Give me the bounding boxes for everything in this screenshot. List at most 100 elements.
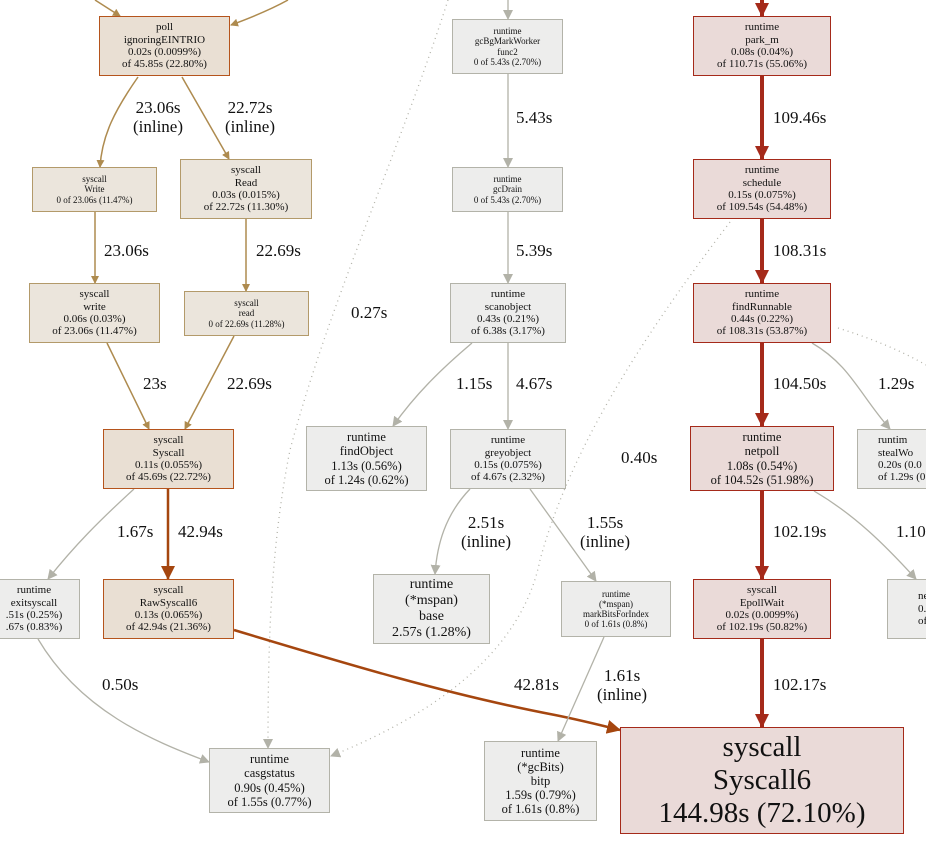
node-text-line: of 45.85s (22.80%) [122,58,207,71]
edge-findrunnable-stealwork [811,342,891,430]
node-text-line: (*mspan) [405,593,458,609]
node-text-line: read [238,308,255,319]
node-text-line: syscall [747,584,777,597]
node-text-line: of 1.29s (0 [878,471,926,484]
node-text-line: runtime [493,26,522,37]
edge-label: 22.72s [228,98,273,117]
node-text-line: of 102.19s (50.82%) [716,621,808,634]
node-text-line: syscall [234,298,259,309]
node-text-line: 0 of 23.06s (11.47%) [56,194,133,205]
node-text-line: casgstatus [244,766,295,781]
node-text-line: func2 [497,46,518,57]
edge-label: 102.19s [773,522,826,541]
node-text-line: syscall [82,174,107,185]
edge-label: 0.50s [102,675,138,694]
edge-dotted-casgstatus [263,0,449,749]
edge-label: (inline) [133,117,183,136]
node-text-line: 0.13s (0.065%) [134,609,203,621]
node-text-line: runtime [490,434,526,447]
node-text-line: schedule [742,176,782,189]
node-text-line: runtime [742,430,782,445]
edge-label: (inline) [580,532,630,551]
node-text-line: 0.03s (0.015%) [212,189,280,201]
edge-label: 2.51s [468,513,504,532]
edge-poll-read [181,76,230,160]
node-text-line: stealWo [878,446,914,459]
node-text-line: 2.57s (1.28%) [392,624,471,640]
edge-label: 42.81s [514,675,559,694]
node-text-line: of 109.54s (54.48%) [716,201,808,214]
node-text-line: runtime [347,430,386,445]
edge-label: 5.43s [516,108,552,127]
node-text-line: 0.44s (0.22%) [730,313,794,325]
node-text-line: Syscall [152,446,185,459]
node-text-line: 1.08s (0.54%) [726,458,798,473]
node-text-line: 0 of 22.69s (11.28%) [208,318,285,329]
node-text-line: of 42.94s (21.36%) [126,621,211,634]
node-text-line: 0.0 [918,602,926,615]
node-text-line: of 108.31s (53.87%) [716,325,808,338]
edge-label: 1.61s [604,666,640,685]
node-text-line: of 22.72s (11.30%) [203,201,289,214]
node-text-line: runtime [521,745,560,760]
node-text-line: 0 of 1.61s (0.8%) [584,619,648,630]
edge-label: 1.67s [117,522,153,541]
node-text-line: runtime [490,288,526,301]
edge-label: 42.94s [178,522,223,541]
node-text-line: 0.20s (0.0 [878,459,922,471]
edge-label: 23.06s [136,98,181,117]
node-text-line: 144.98s (72.10%) [658,796,866,829]
edge-label: 22.69s [256,241,301,260]
node-text-line: of 1.61s (0.8%) [501,802,580,817]
node-text-line: syscall [722,731,802,764]
node-text-line: netpoll [744,444,780,459]
node-text-line: runtim [878,434,908,447]
edge-label: 5.39s [516,241,552,260]
node-text-line: of 45.69s (22.72%) [126,471,211,484]
node-text-line: 0.43s (0.21%) [476,313,540,325]
node-text-line: findObject [339,444,394,459]
node-text-line: park_m [745,33,779,46]
edge-label: 23.06s [104,241,149,260]
edge-label: 104.50s [773,374,826,393]
edge-scanobject-findobject [392,342,473,427]
node-text-line: bitp [530,773,551,788]
node-text-line: 0.02s (0.0099%) [127,46,202,58]
node-text-line: of 4.67s (2.32%) [471,471,545,484]
edge-greyobject-base [430,488,471,575]
node-text-line: 0.15s (0.075%) [474,459,542,471]
node-text-line: syscall [153,584,184,597]
node-text-line: 1.13s (0.56%) [331,458,402,473]
edge-label: 1.55s [587,513,623,532]
node-netpollready[interactable]: ne0.0of 1. [887,579,926,639]
node-text-line: runtime [493,174,522,185]
node-text-line: exitsyscall [10,596,58,609]
edge-greyobject-markbits [529,488,597,582]
edge-label: 109.46s [773,108,826,127]
node-text-line: .51s (0.25%) [5,609,63,621]
